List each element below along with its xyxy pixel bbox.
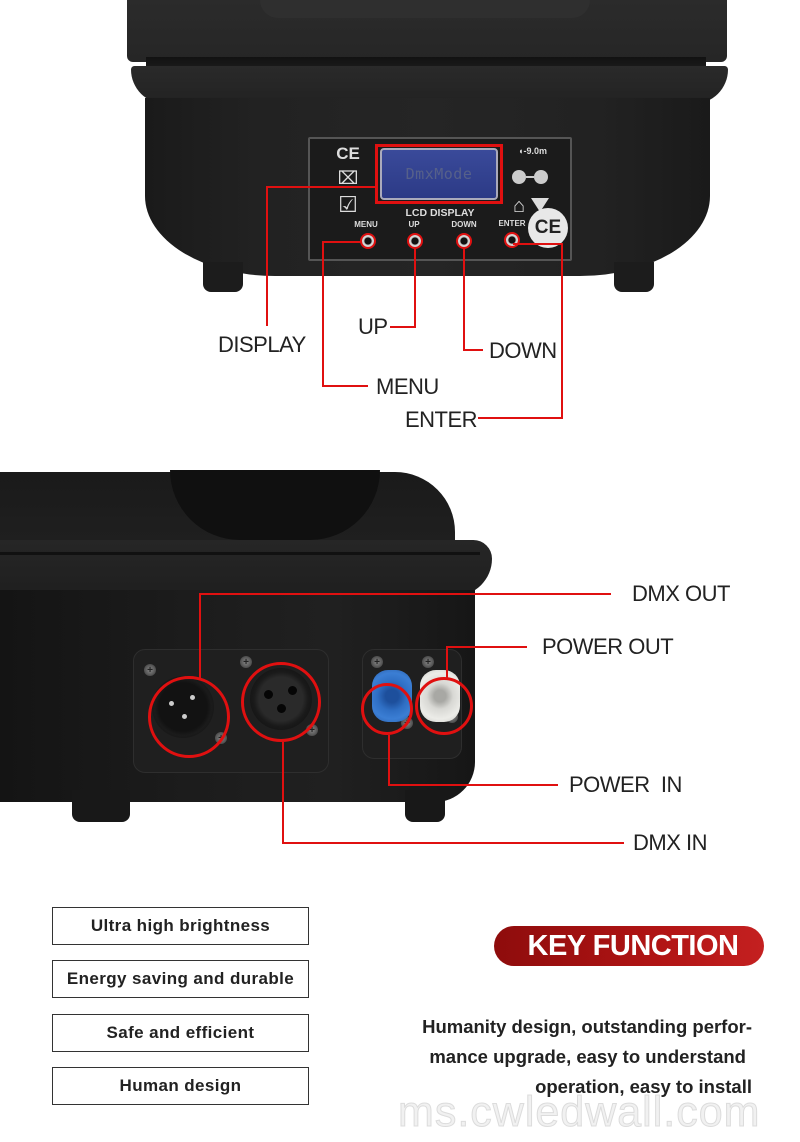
menu-line-h1 bbox=[322, 241, 362, 243]
feature-box: Energy saving and durable bbox=[52, 960, 309, 998]
dmx-out-line-h bbox=[199, 593, 611, 595]
feature-box: Safe and efficient bbox=[52, 1014, 309, 1052]
key-function-title: KEY FUNCTION bbox=[494, 926, 764, 966]
up-line-h bbox=[390, 326, 416, 328]
dimmer-icon bbox=[534, 170, 548, 184]
down-line-h bbox=[463, 349, 483, 351]
power-in-highlight-circle bbox=[361, 683, 413, 735]
icon-connector bbox=[526, 176, 534, 178]
device-rim-seam bbox=[0, 552, 480, 555]
lcd-screen: DmxMode bbox=[380, 148, 498, 200]
ce-mark-icon: CE bbox=[336, 144, 360, 163]
no-dimmer-icon bbox=[512, 170, 526, 184]
description-line: Humanity design, outstanding perfor- bbox=[422, 1016, 752, 1037]
watermark: ms.cwledwall.com bbox=[398, 1088, 761, 1137]
power-out-line-h bbox=[446, 646, 527, 648]
enter-line-v bbox=[561, 243, 563, 419]
display-line-h bbox=[266, 186, 378, 188]
screw-icon: + bbox=[371, 656, 383, 668]
up-callout: UP bbox=[358, 314, 388, 339]
device-foot-left bbox=[72, 790, 130, 822]
menu-callout: MENU bbox=[376, 374, 439, 399]
feature-box: Ultra high brightness bbox=[52, 907, 309, 945]
dmx-out-callout: DMX OUT bbox=[632, 581, 730, 606]
power-out-callout: POWER OUT bbox=[542, 634, 674, 659]
menu-line-h2 bbox=[322, 385, 368, 387]
device-foot-right bbox=[405, 790, 445, 822]
check-cert-icon: ☑ bbox=[338, 192, 358, 217]
feature-label: Energy saving and durable bbox=[66, 969, 295, 988]
lcd-display-label: LCD DISPLAY bbox=[405, 207, 475, 219]
device-rim bbox=[0, 540, 492, 596]
power-in-line-v bbox=[388, 735, 390, 785]
device-foot-left bbox=[203, 262, 243, 292]
lcd-highlight-box bbox=[375, 144, 503, 204]
screw-icon: + bbox=[240, 656, 252, 668]
device-head-bevel bbox=[260, 0, 590, 18]
dmx-in-callout: DMX IN bbox=[633, 830, 708, 855]
min-distance-icon: ◖-9.0m bbox=[518, 146, 547, 156]
enter-line-h2 bbox=[478, 417, 563, 419]
power-in-callout: POWER IN bbox=[569, 772, 682, 797]
dmx-out-line-v bbox=[199, 593, 201, 678]
ce-badge-icon: CE bbox=[528, 208, 568, 248]
screw-icon: + bbox=[144, 664, 156, 676]
weee-bin-icon: ⌧ bbox=[337, 168, 359, 188]
down-button[interactable] bbox=[456, 233, 472, 249]
screw-icon: + bbox=[422, 656, 434, 668]
dmx-in-highlight-circle bbox=[241, 662, 321, 742]
feature-label: Ultra high brightness bbox=[90, 916, 271, 935]
enter-line-h1 bbox=[513, 243, 563, 245]
feature-label: Safe and efficient bbox=[106, 1023, 255, 1042]
up-button-label: UP bbox=[408, 220, 420, 229]
enter-callout: ENTER bbox=[405, 407, 478, 432]
power-in-line-h bbox=[388, 784, 558, 786]
feature-box: Human design bbox=[52, 1067, 309, 1105]
power-out-line-v bbox=[446, 646, 448, 680]
menu-line-v bbox=[322, 241, 324, 386]
down-callout: DOWN bbox=[489, 338, 557, 363]
feature-label: Human design bbox=[119, 1076, 242, 1095]
display-callout: DISPLAY bbox=[218, 332, 306, 357]
power-out-highlight-circle bbox=[415, 677, 473, 735]
description-line: mance upgrade, easy to understand bbox=[429, 1046, 746, 1067]
down-line-v bbox=[463, 248, 465, 350]
device-ring bbox=[131, 66, 728, 104]
down-button-label: DOWN bbox=[451, 220, 477, 229]
dmx-out-highlight-circle bbox=[148, 676, 230, 758]
up-line-v bbox=[414, 248, 416, 328]
dmx-in-line-v bbox=[282, 742, 284, 843]
key-function-description: Humanity design, outstanding perfor- man… bbox=[360, 1012, 752, 1102]
menu-button[interactable] bbox=[360, 233, 376, 249]
device-foot-right bbox=[614, 262, 654, 292]
display-line-v bbox=[266, 186, 268, 326]
indoor-use-icon: ⌂ bbox=[512, 195, 526, 217]
device-yoke-opening bbox=[170, 470, 380, 540]
enter-button[interactable] bbox=[504, 232, 520, 248]
up-button[interactable] bbox=[407, 233, 423, 249]
menu-button-label: MENU bbox=[354, 220, 378, 229]
enter-button-label: ENTER bbox=[498, 219, 526, 228]
dmx-in-line-h bbox=[282, 842, 624, 844]
description-line: operation, easy to install bbox=[535, 1076, 752, 1097]
